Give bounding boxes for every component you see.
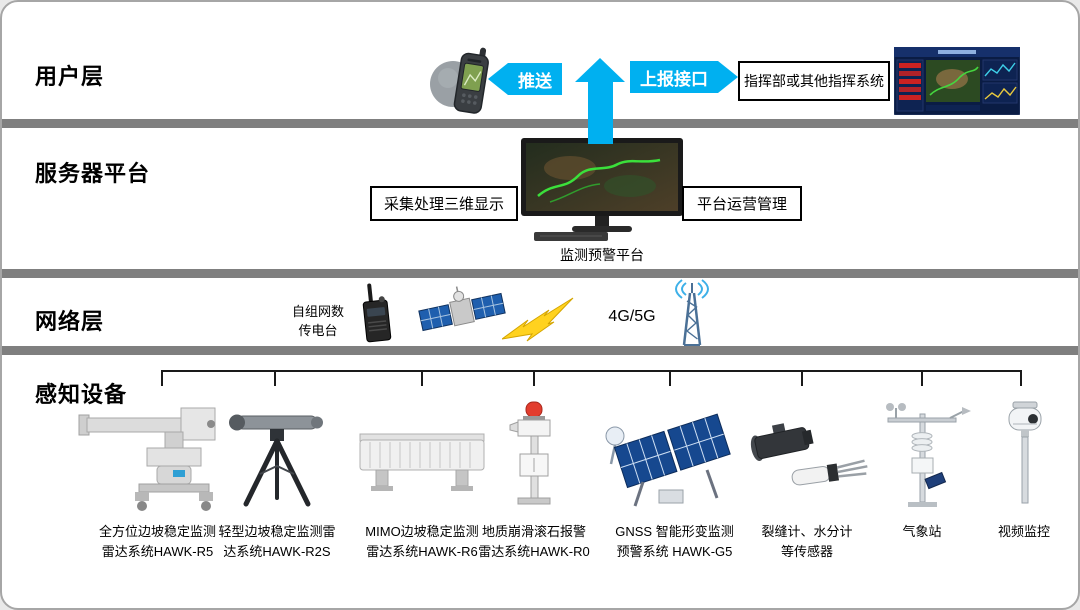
bus-tick-8 [1020, 370, 1022, 386]
device-bus-line [162, 370, 1022, 372]
radio-label: 自组网数 传电台 [291, 304, 344, 338]
bus-tick-1 [161, 370, 163, 386]
report-arrow: 上报接口 [630, 61, 738, 93]
bus-tick-6 [801, 370, 803, 386]
device-radar-r5 [72, 398, 232, 516]
upload-arrow-shaft [588, 81, 613, 144]
radar-r6-icon [359, 433, 485, 491]
device-label-r5: 全方位边坡稳定监测 雷达系统HAWK-R5 [98, 524, 216, 560]
cctv-camera-icon [1008, 401, 1042, 504]
device-alarm-radar-r0 [474, 398, 594, 516]
layer-label-sensing: 感知设备 [35, 382, 128, 407]
weather-station-icon [886, 403, 971, 507]
divider-band-2 [2, 269, 1078, 278]
device-weather-station [860, 398, 984, 516]
data-radio-icon [362, 283, 392, 343]
layer-label-server: 服务器平台 [35, 161, 151, 186]
device-label-weather: 气象站 [902, 524, 942, 539]
command-system-box: 指挥部或其他指挥系统 [738, 61, 890, 101]
device-video-camera [964, 398, 1078, 516]
push-arrow: 推送 [488, 63, 562, 95]
device-sensors [740, 398, 874, 516]
device-label-g5: GNSS 智能形变监测 预警系统 HAWK-G5 [615, 524, 734, 560]
device-label-sensors: 裂缝计、水分计 等传感器 [761, 524, 853, 560]
device-label-video: 视频监控 [997, 524, 1050, 539]
bus-tick-5 [669, 370, 671, 386]
platform-ops-box: 平台运营管理 [682, 186, 802, 221]
lightning-bolt-icon [502, 297, 574, 342]
bus-tick-4 [533, 370, 535, 386]
device-gnss-g5 [594, 398, 750, 516]
device-radar-r2s [207, 398, 347, 516]
device-radar-r6 [350, 398, 494, 516]
radar-r5-icon [78, 407, 216, 511]
device-label-r2s: 轻型边坡稳定监测雷 达系统HAWK-R2S [218, 524, 336, 560]
device-label-r6: MIMO边坡稳定监测 雷达系统HAWK-R6 [365, 524, 479, 560]
handheld-pda-icon [430, 47, 489, 114]
satellite-icon [418, 286, 506, 332]
report-label: 上报接口 [630, 61, 718, 93]
layer-label-network: 网络层 [35, 309, 105, 334]
bus-tick-3 [421, 370, 423, 386]
sensors-icon [750, 423, 868, 486]
layer-label-user: 用户层 [35, 64, 105, 89]
alarm-radar-r0-icon [509, 401, 551, 505]
radar-r2s-icon [229, 414, 323, 507]
divider-band-1 [2, 119, 1078, 128]
push-arrowhead-icon [488, 63, 508, 95]
platform-caption: 监测预警平台 [560, 247, 644, 263]
device-label-r0: 地质崩滑滚石报警 雷达系统HAWK-R0 [478, 524, 590, 560]
bus-tick-2 [274, 370, 276, 386]
monitoring-workstation-icon [521, 138, 683, 241]
bus-tick-7 [921, 370, 923, 386]
divider-band-3 [2, 346, 1078, 355]
cellular-label: 4G/5G [608, 308, 656, 325]
processing-display-box: 采集处理三维显示 [370, 186, 518, 221]
comm-tower-icon [675, 279, 709, 346]
command-dashboard-image [894, 47, 1020, 115]
push-label: 推送 [508, 63, 562, 95]
report-arrowhead-icon [718, 61, 738, 93]
upload-arrowhead-icon [575, 58, 625, 82]
gnss-g5-icon [605, 413, 731, 507]
